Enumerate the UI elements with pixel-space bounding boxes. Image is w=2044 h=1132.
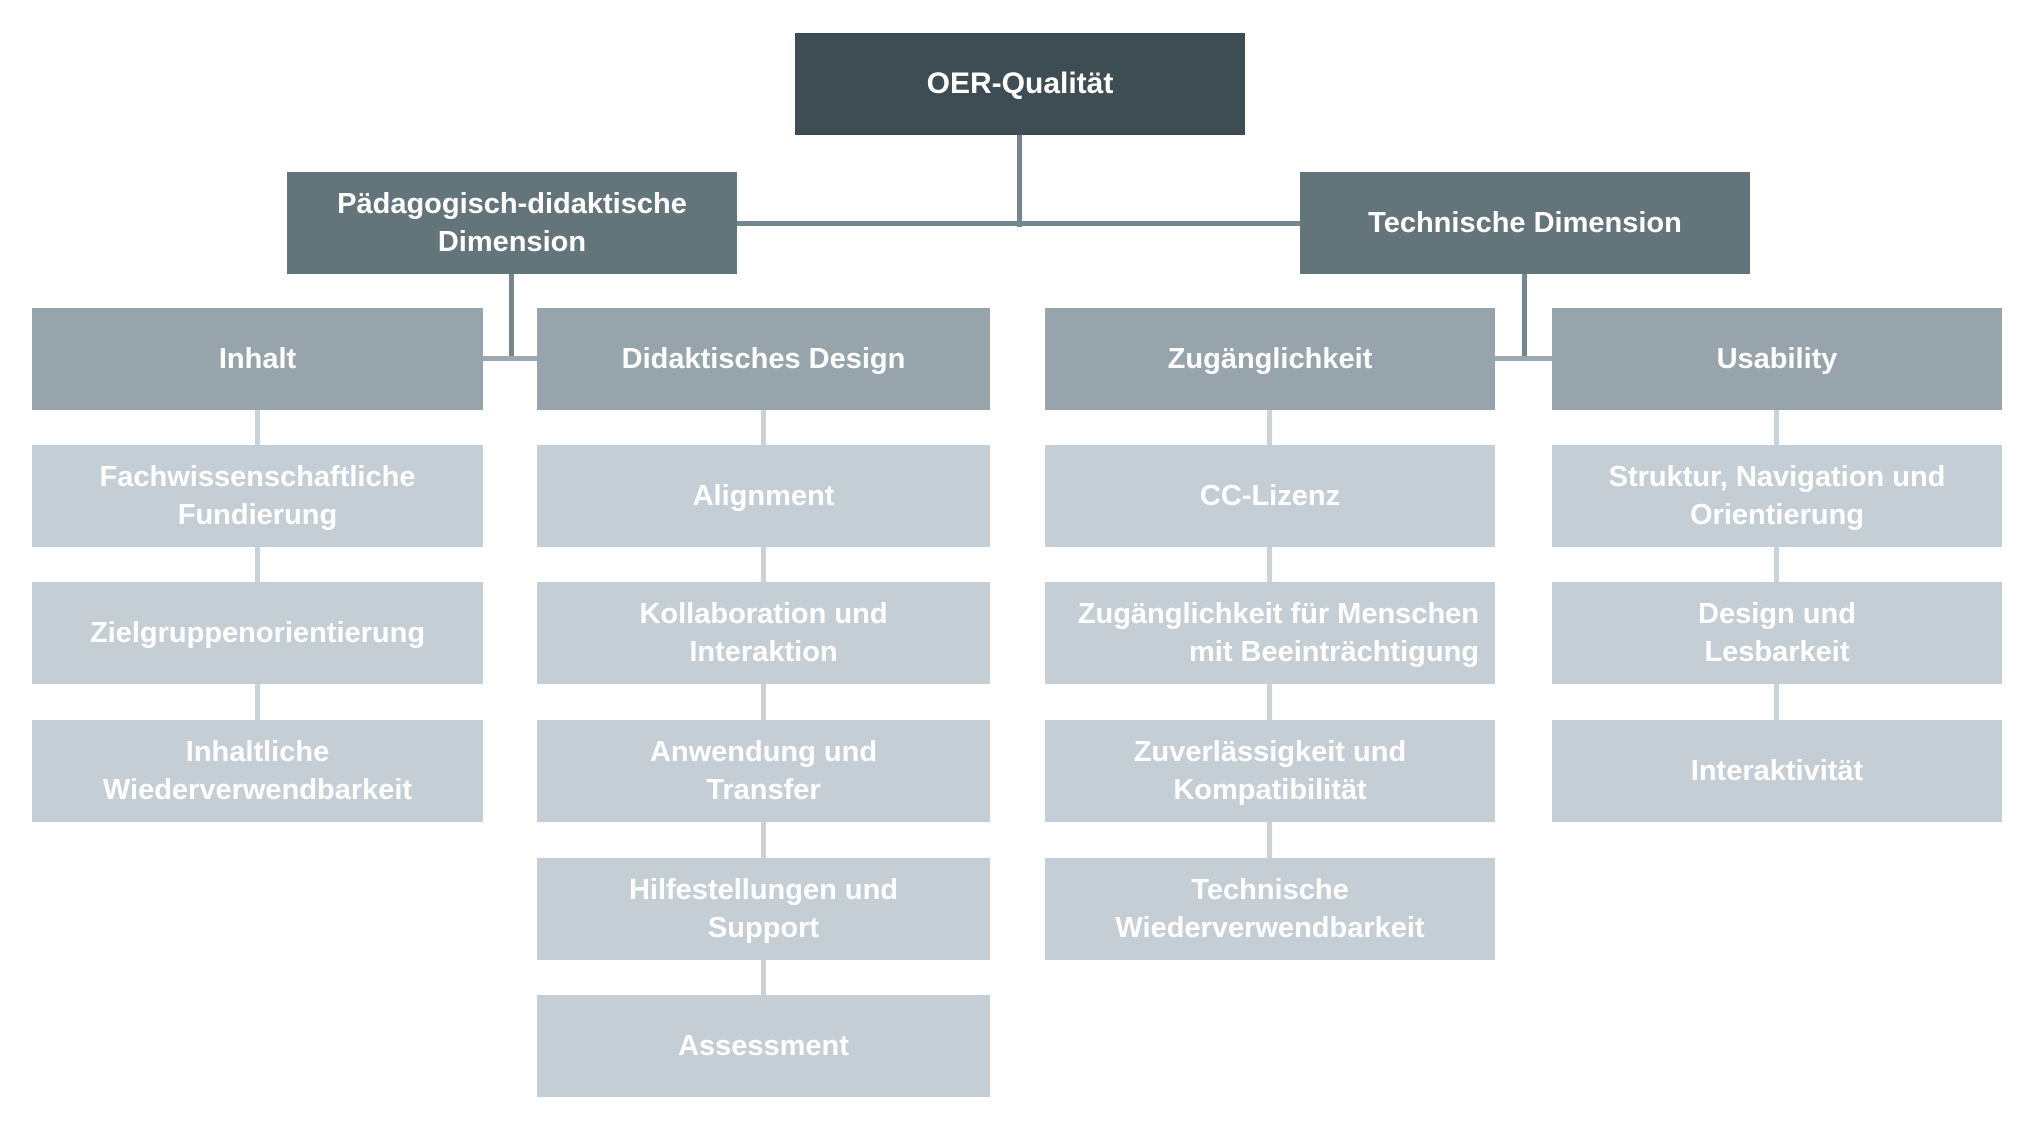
connector [761, 683, 766, 721]
root-node-oer-qualitaet: OER-Qualität [795, 33, 1245, 135]
connector [1774, 409, 1779, 446]
category-label: Usability [1716, 342, 1838, 375]
item-node-technische-wiederverwendbarkeit: Technische Wiederverwendbarkeit [1045, 858, 1495, 960]
item-node-design-und-lesbarkeit: Design und Lesbarkeit [1552, 582, 2002, 684]
category-label: Zugänglichkeit [1167, 342, 1373, 375]
connector-dimensions-horizontal [737, 221, 1300, 226]
item-node-cc-lizenz: CC-Lizenz [1045, 445, 1495, 547]
dimension-label: Pädagogisch-didaktische Dimension [337, 187, 687, 258]
item-node-alignment: Alignment [537, 445, 990, 547]
connector-paedagogisch-vertical [509, 274, 514, 361]
connector [255, 683, 260, 721]
item-label: Zugänglichkeit für Menschen mit Beeinträ… [1077, 597, 1479, 668]
connector [761, 546, 766, 583]
item-label: Interaktivität [1690, 754, 1864, 787]
connector-technisch-vertical [1522, 274, 1527, 361]
item-label: Fachwissenschaftliche Fundierung [99, 460, 416, 531]
connector [761, 409, 766, 446]
item-label: Design und Lesbarkeit [1698, 597, 1856, 668]
connector-root-vertical [1017, 135, 1022, 227]
connector [1267, 821, 1272, 859]
item-node-zielgruppenorientierung: Zielgruppenorientierung [32, 582, 483, 684]
item-node-zugaenglichkeit-fuer-menschen: Zugänglichkeit für Menschen mit Beeinträ… [1045, 582, 1495, 684]
category-node-didaktisches-design: Didaktisches Design [537, 308, 990, 410]
item-label: Assessment [678, 1029, 849, 1062]
connector-zugaenglichkeit-usability-horizontal [1495, 356, 1552, 361]
item-node-kollaboration-und-interaktion: Kollaboration und Interaktion [537, 582, 990, 684]
category-node-inhalt: Inhalt [32, 308, 483, 410]
connector [1774, 546, 1779, 583]
category-node-zugaenglichkeit: Zugänglichkeit [1045, 308, 1495, 410]
item-label: Technische Wiederverwendbarkeit [1115, 873, 1425, 944]
item-node-assessment: Assessment [537, 995, 990, 1097]
item-label: CC-Lizenz [1199, 479, 1341, 512]
category-node-usability: Usability [1552, 308, 2002, 410]
category-label: Inhalt [218, 342, 297, 375]
item-node-anwendung-und-transfer: Anwendung und Transfer [537, 720, 990, 822]
item-label: Hilfestellungen und Support [628, 873, 899, 944]
item-node-hilfestellungen-und-support: Hilfestellungen und Support [537, 858, 990, 960]
connector [1267, 683, 1272, 721]
item-label: Struktur, Navigation und Orientierung [1608, 460, 1946, 531]
dimension-label: Technische Dimension [1368, 206, 1682, 239]
connector-inhalt-didaktik-horizontal [483, 356, 537, 361]
item-node-struktur-navigation-orientierung: Struktur, Navigation und Orientierung [1552, 445, 2002, 547]
item-label: Zielgruppenorientierung [89, 616, 426, 649]
connector [255, 409, 260, 446]
connector [761, 821, 766, 859]
connector [1267, 409, 1272, 446]
root-node-label: OER-Qualität [926, 67, 1114, 101]
dimension-node-paedagogisch-didaktisch: Pädagogisch-didaktische Dimension [287, 172, 737, 274]
connector [255, 546, 260, 583]
category-label: Didaktisches Design [621, 342, 906, 375]
connector [1774, 683, 1779, 721]
dimension-node-technisch: Technische Dimension [1300, 172, 1750, 274]
item-node-zuverlaessigkeit-und-kompatibilitaet: Zuverlässigkeit und Kompatibilität [1045, 720, 1495, 822]
item-label: Kollaboration und Interaktion [639, 597, 888, 668]
item-label: Inhaltliche Wiederverwendbarkeit [102, 735, 413, 806]
item-label: Zuverlässigkeit und Kompatibilität [1133, 735, 1407, 806]
connector [761, 959, 766, 996]
connector [1267, 546, 1272, 583]
item-node-inhaltliche-wiederverwendbarkeit: Inhaltliche Wiederverwendbarkeit [32, 720, 483, 822]
item-node-fachwissenschaftliche-fundierung: Fachwissenschaftliche Fundierung [32, 445, 483, 547]
item-label: Anwendung und Transfer [649, 735, 878, 806]
item-node-interaktivitaet: Interaktivität [1552, 720, 2002, 822]
item-label: Alignment [692, 479, 835, 512]
